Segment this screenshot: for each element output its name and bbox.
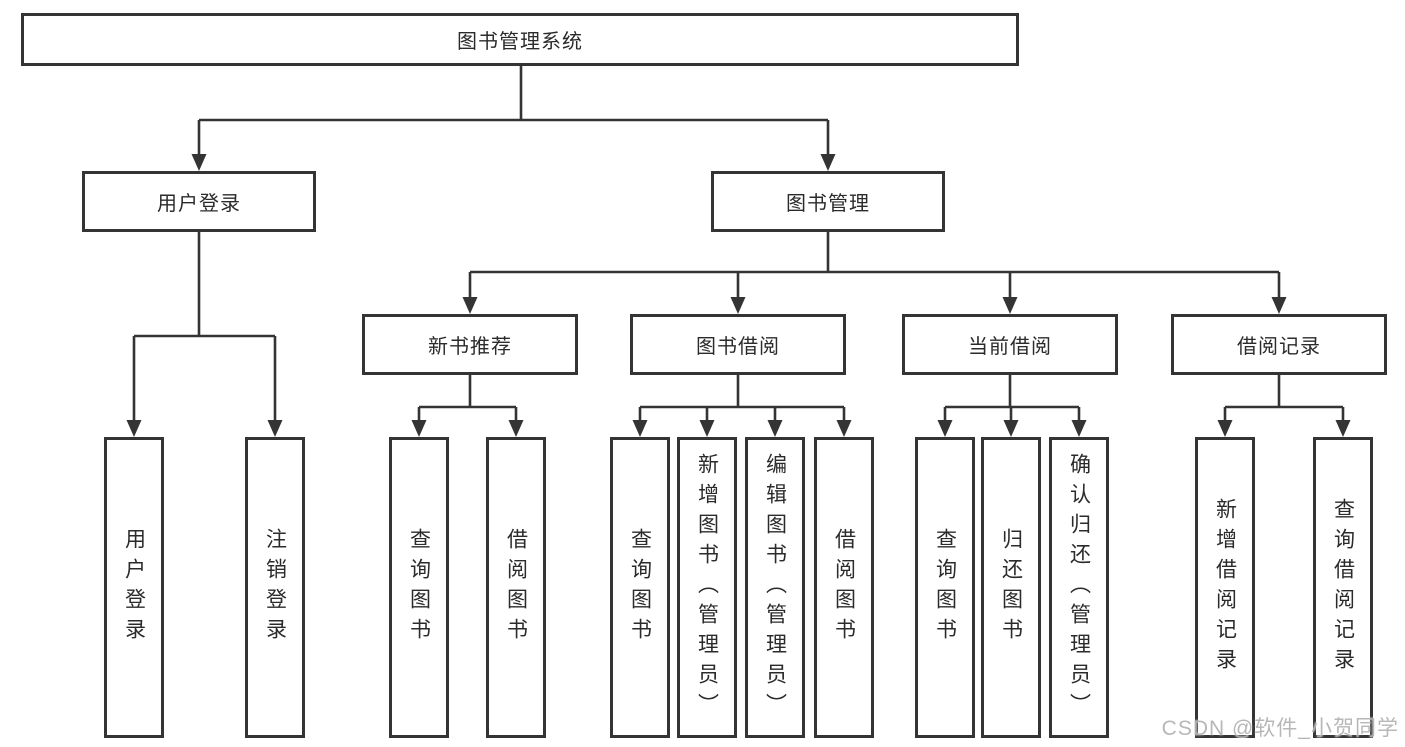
node-leaf-add-borrow-record-label: 新增借阅记录 [1213, 497, 1237, 678]
node-leaf-borrow-books-borrowing: 借阅图书 [814, 437, 874, 738]
node-book-management-branch-label: 图书管理 [786, 193, 870, 215]
watermark-text: CSDN @软件_小贺同学 [1161, 717, 1399, 740]
node-leaf-borrow-books-recommend: 借阅图书 [486, 437, 546, 738]
node-leaf-user-login: 用户登录 [104, 437, 164, 738]
node-borrowing-records: 借阅记录 [1171, 314, 1387, 375]
node-leaf-borrow-books-borrowing-label: 借阅图书 [832, 527, 856, 648]
node-user-login-branch: 用户登录 [82, 171, 316, 232]
node-leaf-query-books-recommend: 查询图书 [389, 437, 449, 738]
node-new-book-recommendation: 新书推荐 [362, 314, 578, 375]
node-leaf-edit-book-admin: 编辑图书（管理员） [745, 437, 805, 738]
node-leaf-query-books-recommend-label: 查询图书 [407, 527, 431, 648]
node-leaf-query-borrow-record-label: 查询借阅记录 [1331, 497, 1355, 678]
node-leaf-logout-label: 注销登录 [263, 527, 287, 648]
node-leaf-query-books-borrowing-label: 查询图书 [628, 527, 652, 648]
node-leaf-user-login-label: 用户登录 [122, 527, 146, 648]
node-new-book-recommendation-label: 新书推荐 [428, 336, 512, 358]
node-current-borrowing: 当前借阅 [902, 314, 1118, 375]
node-leaf-return-book: 归还图书 [981, 437, 1041, 738]
node-leaf-edit-book-admin-label: 编辑图书（管理员） [763, 452, 787, 723]
node-borrowing-records-label: 借阅记录 [1237, 336, 1321, 358]
node-leaf-query-books-current: 查询图书 [915, 437, 975, 738]
node-leaf-query-books-current-label: 查询图书 [933, 527, 957, 648]
node-leaf-query-books-borrowing: 查询图书 [610, 437, 670, 738]
node-user-login-branch-label: 用户登录 [157, 193, 241, 215]
node-library-system: 图书管理系统 [21, 13, 1019, 66]
node-leaf-confirm-return-admin-label: 确认归还（管理员） [1067, 452, 1091, 723]
node-book-management-branch: 图书管理 [711, 171, 945, 232]
node-library-system-label: 图书管理系统 [457, 31, 583, 53]
node-leaf-confirm-return-admin: 确认归还（管理员） [1049, 437, 1109, 738]
node-leaf-query-borrow-record: 查询借阅记录 [1313, 437, 1373, 738]
node-leaf-add-book-admin: 新增图书（管理员） [677, 437, 737, 738]
node-leaf-logout: 注销登录 [245, 437, 305, 738]
node-current-borrowing-label: 当前借阅 [968, 336, 1052, 358]
node-leaf-return-book-label: 归还图书 [999, 527, 1023, 648]
node-leaf-add-borrow-record: 新增借阅记录 [1195, 437, 1255, 738]
node-book-borrowing: 图书借阅 [630, 314, 846, 375]
node-leaf-borrow-books-recommend-label: 借阅图书 [504, 527, 528, 648]
node-leaf-add-book-admin-label: 新增图书（管理员） [695, 452, 719, 723]
node-book-borrowing-label: 图书借阅 [696, 336, 780, 358]
